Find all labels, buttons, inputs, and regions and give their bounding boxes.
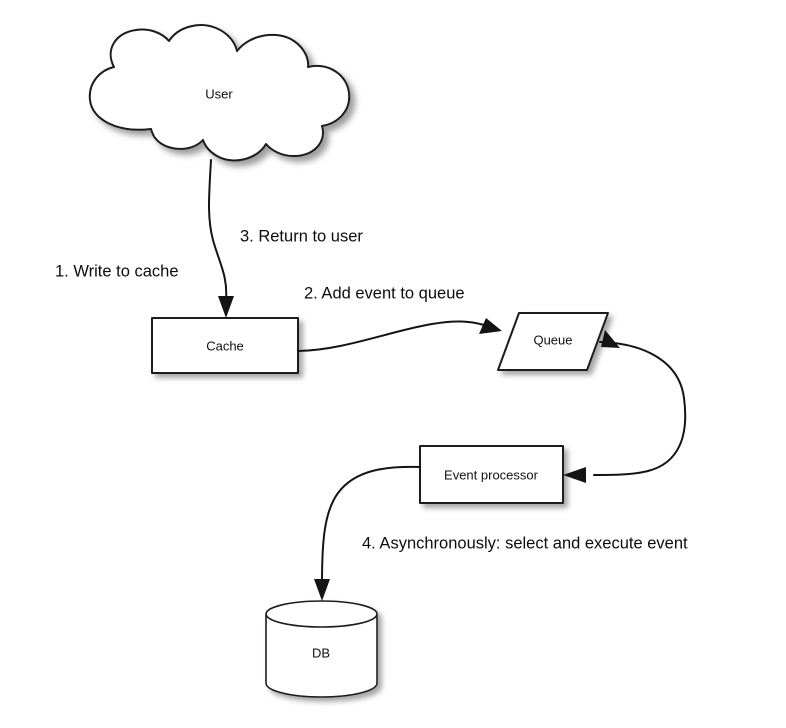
edge-user-to-cache-path [208,159,228,301]
edge-loop-arrowhead-processor [563,467,586,483]
edge-user-to-cache [208,159,234,318]
cloud-shape [88,24,351,162]
node-cache[interactable]: Cache [151,317,299,374]
edge-processor-to-db [314,465,421,601]
node-queue[interactable]: Queue [497,312,609,371]
edge-cache-to-queue [297,318,502,352]
edge-processor-to-db-path [321,465,421,584]
step-label-3: 3. Return to user [240,227,363,245]
edge-processor-to-db-arrowhead [314,579,330,601]
step-label-2: 2. Add event to queue [304,284,465,302]
node-db[interactable]: DB [265,600,378,698]
cache-shape [151,317,299,374]
edge-user-to-cache-arrowhead [218,296,234,318]
node-queue-label: Queue [533,332,572,347]
queue-shape [497,312,609,371]
db-cylinder-top [265,600,378,628]
edge-cache-to-queue-arrowhead [479,318,502,334]
step-label-1: 1. Write to cache [55,262,179,280]
node-user-label: User [205,86,233,101]
event-processor-shape [419,445,564,504]
edge-loop-arrowhead-queue [601,330,620,348]
edge-cache-to-queue-path [297,320,485,352]
node-cache-label: Cache [206,338,244,353]
step-label-4: 4. Asynchronously: select and execute ev… [362,534,688,552]
node-db-label: DB [312,645,330,660]
node-event-processor[interactable]: Event processor [419,445,564,504]
node-user[interactable]: User [88,24,351,162]
node-event-processor-label: Event processor [444,467,539,482]
edge-queue-processor-loop-path [593,341,687,476]
db-cylinder-body [265,614,378,698]
edge-queue-processor-loop [563,330,687,483]
